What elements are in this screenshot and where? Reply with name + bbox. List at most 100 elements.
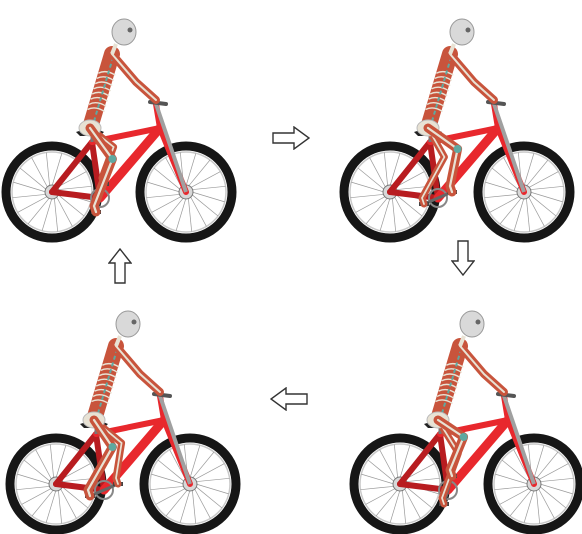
spoke: [146, 194, 180, 197]
spoke: [528, 196, 544, 226]
spoke: [188, 160, 210, 186]
spoke: [366, 488, 396, 504]
spoke: [186, 153, 196, 186]
knee-joint: [108, 155, 116, 163]
spoke: [536, 490, 539, 524]
spoke: [13, 182, 46, 192]
spoke: [16, 486, 50, 489]
spoke: [524, 153, 534, 186]
knee-joint: [454, 145, 462, 153]
spoke: [358, 168, 384, 190]
knee-joint: [460, 433, 468, 441]
spoke: [495, 474, 528, 484]
spoke: [190, 196, 206, 226]
spoke: [380, 450, 396, 480]
spoke: [22, 488, 52, 504]
spoke: [12, 194, 46, 197]
spoke: [196, 478, 230, 481]
spoke: [20, 168, 46, 190]
spoke: [368, 460, 394, 482]
cyclist-group: [344, 19, 570, 238]
cyclist-figure: [0, 0, 234, 242]
cyclist-group: [10, 311, 236, 530]
spoke: [162, 198, 184, 224]
spoke: [484, 194, 518, 197]
spoke: [538, 464, 568, 480]
spoke: [404, 488, 420, 518]
spoke: [530, 194, 556, 216]
eye-socket: [476, 320, 481, 325]
spoke: [494, 486, 528, 489]
cyclist-figure: [348, 292, 582, 534]
spoke: [166, 490, 188, 516]
spoke: [490, 196, 520, 212]
arrow-up-icon: [108, 248, 132, 284]
spoke: [196, 486, 222, 508]
spoke: [402, 490, 405, 524]
spoke: [514, 198, 524, 231]
cyclist-group: [6, 19, 232, 238]
spoke: [196, 484, 229, 494]
spoke: [526, 198, 529, 232]
arrow-right-icon: [272, 126, 310, 150]
spoke: [58, 186, 92, 189]
spoke: [406, 478, 440, 481]
knee-joint: [108, 443, 116, 451]
spoke: [56, 196, 72, 226]
torso-muscle: [438, 346, 460, 420]
spoke: [530, 186, 564, 189]
spoke: [526, 160, 548, 186]
spoke: [360, 486, 394, 489]
spoke: [190, 172, 220, 188]
spoke: [510, 490, 532, 516]
skull: [112, 19, 136, 45]
spoke: [24, 460, 50, 482]
spoke: [58, 490, 61, 524]
spoke: [356, 196, 386, 212]
spoke: [361, 474, 394, 484]
cyclist-figure: [338, 0, 572, 242]
spoke: [370, 158, 386, 188]
skull: [116, 311, 140, 337]
spoke: [392, 198, 395, 232]
spoke: [17, 474, 50, 484]
cyclist-group: [354, 311, 580, 530]
spoke: [194, 464, 224, 480]
spoke: [394, 196, 410, 226]
spoke: [192, 490, 195, 524]
spoke: [176, 198, 186, 231]
spoke: [151, 474, 184, 484]
skull: [450, 19, 474, 45]
spoke: [32, 158, 48, 188]
spoke: [46, 152, 49, 186]
spoke: [46, 490, 56, 523]
spoke: [376, 490, 398, 516]
spoke: [192, 186, 226, 189]
spoke: [350, 194, 384, 197]
spoke: [536, 452, 558, 478]
spoke: [530, 192, 563, 202]
spoke: [54, 198, 57, 232]
arrow-down-icon: [451, 240, 475, 276]
spoke: [380, 198, 390, 231]
spoke: [60, 488, 76, 518]
spoke: [540, 478, 574, 481]
spoke: [192, 194, 218, 216]
spoke: [18, 196, 48, 212]
spoke: [180, 490, 190, 523]
cyclist-figure: [4, 292, 238, 534]
spoke: [524, 490, 534, 523]
spoke: [190, 445, 200, 478]
spoke: [534, 445, 544, 478]
spoke: [50, 444, 53, 478]
spoke: [192, 452, 214, 478]
spoke: [150, 486, 184, 489]
torso-muscle: [428, 54, 450, 128]
skull: [460, 311, 484, 337]
spoke: [540, 486, 566, 508]
cyclist-frame-top-right: [338, 0, 572, 242]
spoke: [390, 490, 400, 523]
spoke: [500, 488, 530, 504]
spoke: [384, 152, 387, 186]
spoke: [485, 182, 518, 192]
